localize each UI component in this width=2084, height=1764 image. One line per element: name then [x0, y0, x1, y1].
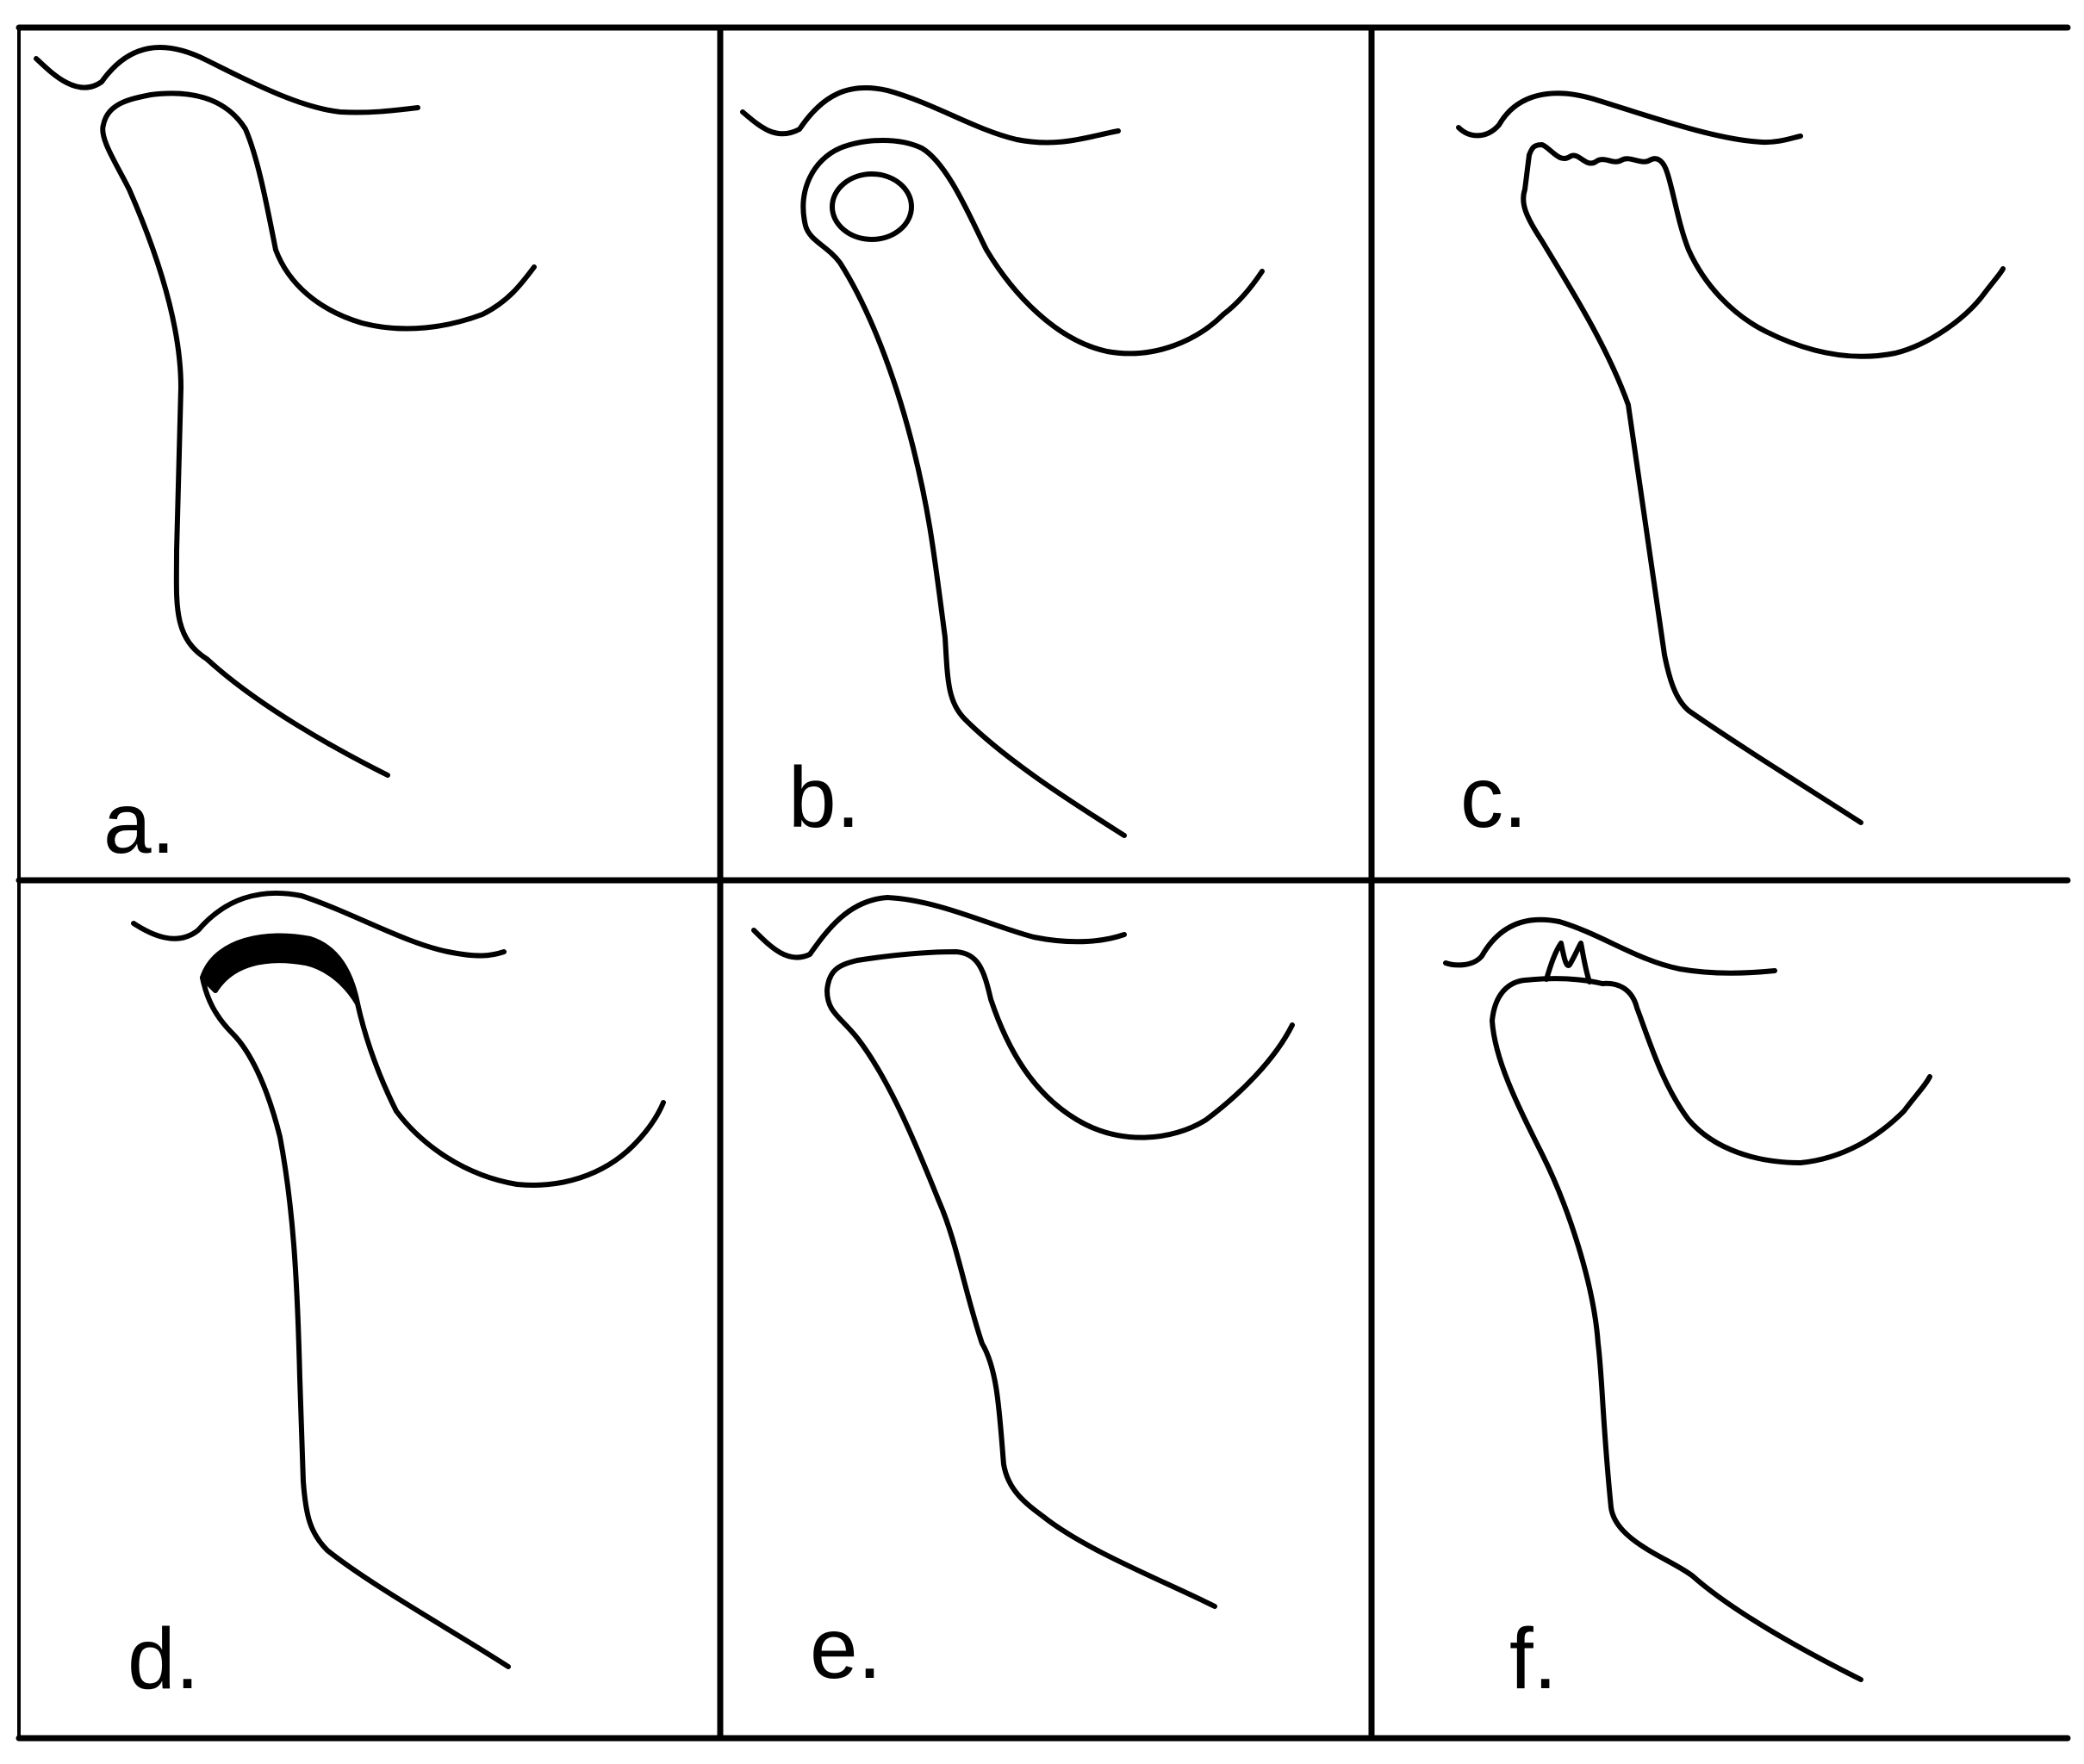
panel-b-cyst-ellipse	[830, 171, 914, 242]
panel-e-label: e.	[810, 1600, 881, 1697]
panel-d-fossa-outline	[131, 891, 507, 959]
panel-d-label: d.	[128, 1611, 199, 1707]
panel-b-fossa-outline	[740, 85, 1121, 146]
panel-d-condyle-outline	[200, 975, 666, 1669]
panel-d	[131, 891, 666, 1669]
panel-c-condyle-outline	[1521, 152, 1863, 825]
panel-f-osteophyte-spur	[1544, 941, 1592, 984]
panel-f	[1443, 916, 1932, 1682]
panel-a	[34, 45, 537, 778]
panel-a-condyle-outline	[100, 90, 537, 778]
panel-labels: a. b. c. d. e. f.	[103, 749, 1558, 1707]
panel-f-fossa-outline	[1443, 916, 1777, 976]
panel-b	[740, 85, 1265, 838]
panel-b-label: b.	[788, 749, 860, 846]
panel-a-fossa-outline	[34, 45, 420, 115]
panel-c-label: c.	[1460, 749, 1527, 846]
panel-b-condyle-outline	[800, 138, 1265, 838]
panel-a-label: a.	[103, 775, 175, 872]
panel-f-label: f.	[1509, 1611, 1558, 1707]
panel-e-condyle-outline	[824, 949, 1295, 1609]
panel-c-eroded-surface	[1527, 142, 2006, 359]
panel-d-sclerotic-cap	[200, 933, 360, 1006]
panel-c	[1456, 90, 2006, 825]
panel-e-fossa-outline	[751, 895, 1127, 960]
panel-c-fossa-outline	[1456, 90, 1803, 146]
panel-f-condyle-outline	[1490, 976, 1932, 1682]
panel-grid	[16, 24, 2071, 1742]
panel-e	[751, 895, 1295, 1609]
